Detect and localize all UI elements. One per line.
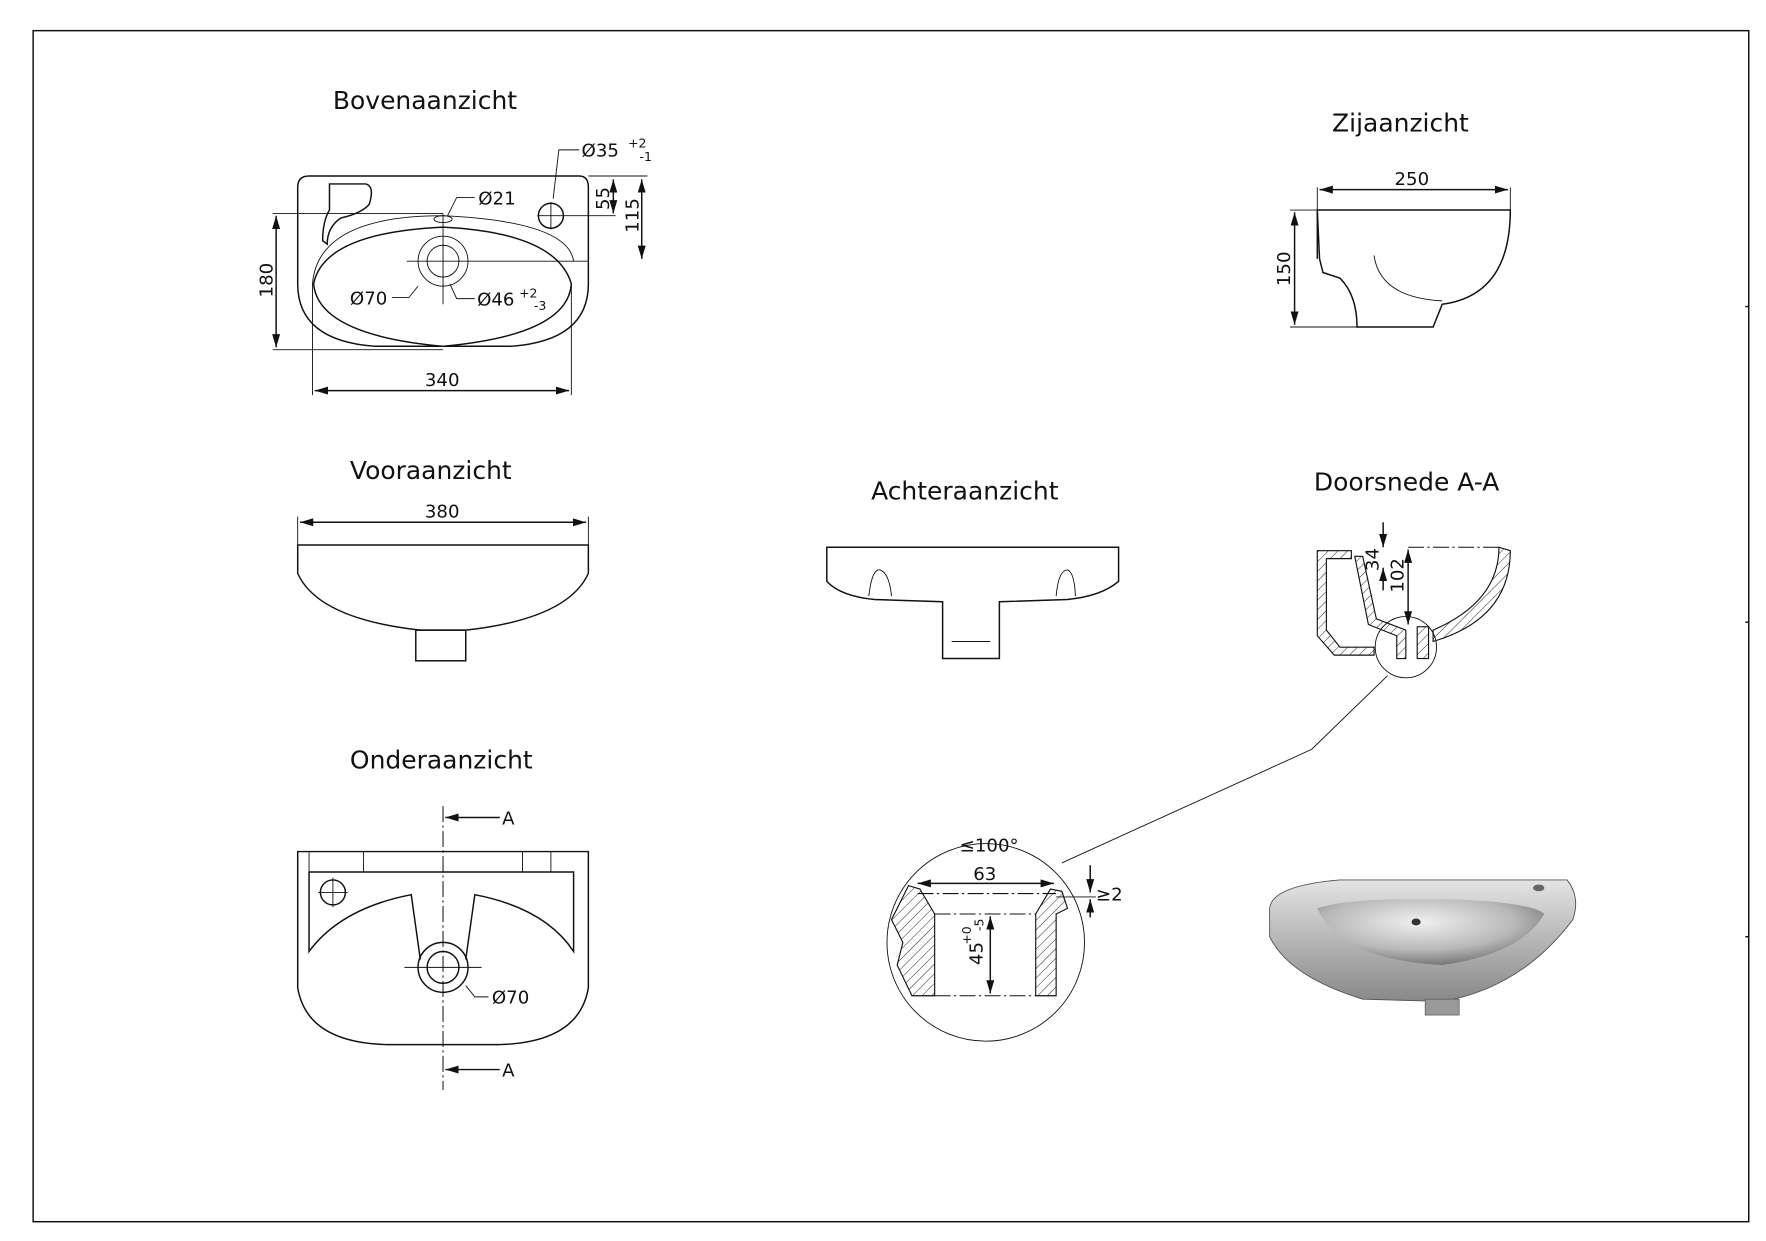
dim-tap-hole: Ø35 xyxy=(582,141,619,162)
tol-minus: -1 xyxy=(639,149,651,164)
front-view: Vooraanzicht 380 xyxy=(296,456,590,662)
dim-102: 102 xyxy=(1388,558,1409,593)
back-view-title: Achteraanzicht xyxy=(871,477,1059,506)
drawing-frame xyxy=(32,29,1750,1223)
dim-150: 150 xyxy=(1274,251,1295,286)
detail-marker-circle xyxy=(1374,616,1437,679)
tol-plus: +0 xyxy=(959,926,974,944)
top-view-title: Bovenaanzicht xyxy=(333,86,517,115)
tol-plus: +2 xyxy=(628,136,646,151)
side-view-title: Zijaanzicht xyxy=(1332,109,1469,138)
dim-34: 34 xyxy=(1363,548,1384,571)
dim-angle: ≤100° xyxy=(960,836,1019,857)
tol-minus: -5 xyxy=(971,919,986,931)
dim-380: 380 xyxy=(425,502,460,523)
tol-minus: -3 xyxy=(534,298,546,313)
product-render xyxy=(1269,879,1577,1016)
dim-overflow: Ø21 xyxy=(478,188,515,209)
dim-45: 45 xyxy=(966,942,987,965)
dim-115: 115 xyxy=(622,198,643,233)
section-a-a: Doorsnede A-A 34 102 xyxy=(1061,467,1511,864)
dim-drain-bottom: Ø70 xyxy=(492,988,529,1009)
dim-180: 180 xyxy=(257,263,278,298)
side-view: Zijaanzicht 250 150 xyxy=(1274,109,1512,328)
dim-250: 250 xyxy=(1395,169,1430,190)
dim-drain-inner: Ø46 xyxy=(477,289,514,310)
dim-drain-outer: Ø70 xyxy=(350,288,387,309)
top-view: Bovenaanzicht 55 115 180 340 Ø35 +2 -1 Ø… xyxy=(257,86,652,396)
front-view-title: Vooraanzicht xyxy=(350,456,512,485)
dim-55: 55 xyxy=(593,187,614,210)
bottom-view: Onderaanzicht A A Ø70 xyxy=(296,746,590,1090)
section-marker-bottom: A xyxy=(502,1060,515,1081)
section-title: Doorsnede A-A xyxy=(1314,467,1499,496)
bottom-view-title: Onderaanzicht xyxy=(350,746,533,775)
dim-min-gap: ≥2 xyxy=(1096,884,1123,905)
dim-340: 340 xyxy=(425,370,460,391)
section-marker-top: A xyxy=(502,808,515,829)
dim-63: 63 xyxy=(973,864,996,885)
detail-view: 63 ≤100° 45 +0 -5 ≥2 xyxy=(886,836,1123,1042)
soap-recess xyxy=(321,183,373,246)
tol-plus: +2 xyxy=(519,285,537,300)
back-view: Achteraanzicht xyxy=(826,477,1120,660)
